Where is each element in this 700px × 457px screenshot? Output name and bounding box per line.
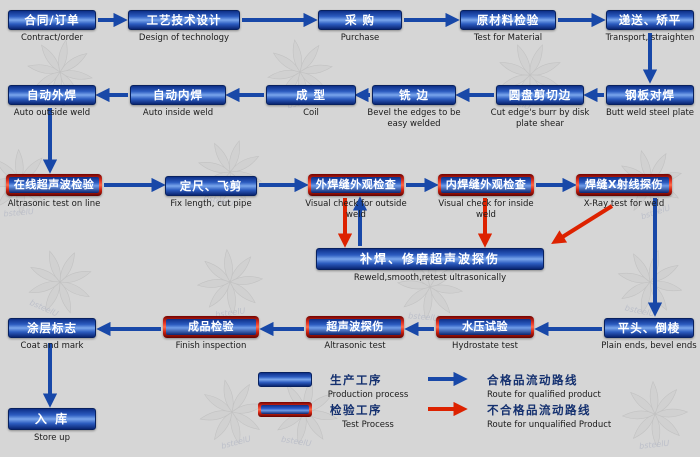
node-caption: Auto inside weld (142, 108, 214, 118)
process-box: 自动内焊 (130, 85, 226, 105)
test-box: 在线超声波检验 (6, 174, 102, 196)
legend-test-swatch-inner (261, 405, 309, 414)
node-label: 内焊缝外观检查 (441, 177, 531, 193)
node-outside-weld-visual-check: 外焊缝外观检查 Visual check for outside weld (305, 174, 407, 220)
legend-production-label: 生产工序 (330, 373, 382, 387)
process-box: 合同/订单 (8, 10, 96, 30)
node-auto-outside-weld: 自动外焊 Auto outside weld (8, 85, 96, 118)
process-box: 原材料检验 (460, 10, 556, 30)
node-purchase: 采 购 Purchase (318, 10, 402, 43)
node-caption: Purchase (340, 33, 380, 43)
legend-test-caption: Test Process (342, 420, 394, 430)
node-caption: Hydrostate test (452, 341, 518, 351)
node-reweld-retest: 补焊、修磨超声波探伤 Reweld,smooth,retest ultrason… (316, 248, 544, 283)
process-box: 补焊、修磨超声波探伤 (316, 248, 544, 270)
node-caption: Store up (34, 433, 70, 443)
node-coil-forming: 成 型 Coil (266, 85, 356, 118)
node-caption: Butt weld steel plate (605, 108, 695, 118)
node-weld-xray-test: 焊缝X射线探伤 X-Ray test for weld (576, 174, 672, 209)
node-transport-straighten: 递送、矫平 Transport, straighten (606, 10, 694, 43)
node-fix-length-cut: 定尺、飞剪 Fix length, cut pipe (165, 176, 257, 209)
test-box: 超声波探伤 (306, 316, 404, 338)
node-auto-inside-weld: 自动内焊 Auto inside weld (130, 85, 226, 118)
node-label: 成品检验 (166, 319, 256, 335)
process-box: 平头、倒棱 (604, 318, 694, 338)
test-box: 成品检验 (163, 316, 259, 338)
node-material-test: 原材料检验 Test for Material (460, 10, 556, 43)
node-online-ultrasonic-test: 在线超声波检验 Altrasonic test on line (6, 174, 102, 209)
node-store-up: 入 库 Store up (8, 408, 96, 443)
node-label: 超声波探伤 (309, 319, 401, 335)
process-box: 铣 边 (372, 85, 456, 105)
process-box: 递送、矫平 (606, 10, 694, 30)
node-technology-design: 工艺技术设计 Design of technology (128, 10, 240, 43)
node-caption: Coat and mark (20, 341, 84, 351)
node-contract-order: 合同/订单 Contract/order (8, 10, 96, 43)
test-box: 焊缝X射线探伤 (576, 174, 672, 196)
node-caption: Test for Material (473, 33, 543, 43)
node-hydrostatic-test: 水压试验 Hydrostate test (436, 316, 534, 351)
legend-unqualified-label: 不合格品流动路线 (487, 403, 591, 417)
node-caption: Transport, straighten (605, 33, 695, 43)
node-ultrasonic-test: 超声波探伤 Altrasonic test (306, 316, 404, 351)
node-caption: Fix length, cut pipe (170, 199, 252, 209)
process-box: 圆盘剪切边 (496, 85, 584, 105)
legend-test-label: 检验工序 (330, 403, 382, 417)
node-caption: Visual check for outside weld (305, 199, 407, 220)
node-plain-bevel-ends: 平头、倒棱 Plain ends, bevel ends (601, 318, 697, 351)
node-caption: Plain ends, bevel ends (601, 341, 697, 351)
node-label: 外焊缝外观检查 (311, 177, 401, 193)
test-box: 外焊缝外观检查 (308, 174, 404, 196)
node-label: 在线超声波检验 (9, 177, 99, 193)
node-finish-inspection: 成品检验 Finish inspection (163, 316, 259, 351)
process-box: 入 库 (8, 408, 96, 430)
legend-unqualified-caption: Route for unqualified Product (487, 420, 612, 430)
node-caption: X-Ray test for weld (583, 199, 665, 209)
node-label: 焊缝X射线探伤 (579, 177, 669, 193)
process-box: 采 购 (318, 10, 402, 30)
process-box: 成 型 (266, 85, 356, 105)
process-box: 钢板对焊 (606, 85, 694, 105)
legend-test-swatch (258, 402, 312, 417)
node-caption: Contract/order (20, 33, 84, 43)
node-inside-weld-visual-check: 内焊缝外观检查 Visual check for inside weld (438, 174, 534, 220)
process-box: 自动外焊 (8, 85, 96, 105)
test-box: 内焊缝外观检查 (438, 174, 534, 196)
node-edge-milling: 铣 边 Bevel the edges to be easy welded (367, 85, 461, 129)
test-box: 水压试验 (436, 316, 534, 338)
node-caption: Visual check for inside weld (438, 199, 534, 220)
node-caption: Reweld,smooth,retest ultrasonically (353, 273, 507, 283)
node-disc-shear-trim: 圆盘剪切边 Cut edge's burr by disk plate shea… (491, 85, 589, 129)
node-caption: Altrasonic test (324, 341, 386, 351)
node-caption: Altrasonic test on line (7, 199, 101, 209)
node-caption: Finish inspection (175, 341, 247, 351)
node-caption: Bevel the edges to be easy welded (367, 108, 461, 129)
legend-qualified-label: 合格品流动路线 (487, 373, 578, 387)
process-box: 涂层标志 (8, 318, 96, 338)
node-caption: Design of technology (138, 33, 230, 43)
node-caption: Auto outside weld (13, 108, 91, 118)
legend-production-caption: Production process (327, 390, 409, 400)
legend-production-swatch (258, 372, 312, 387)
node-caption: Coil (303, 108, 319, 118)
node-caption: Cut edge's burr by disk plate shear (490, 108, 590, 129)
process-box: 工艺技术设计 (128, 10, 240, 30)
legend-qualified-caption: Route for qualified product (487, 390, 601, 400)
node-label: 水压试验 (439, 319, 531, 335)
process-box: 定尺、飞剪 (165, 176, 257, 196)
node-coat-mark: 涂层标志 Coat and mark (8, 318, 96, 351)
node-butt-weld-plate: 钢板对焊 Butt weld steel plate (606, 85, 694, 118)
